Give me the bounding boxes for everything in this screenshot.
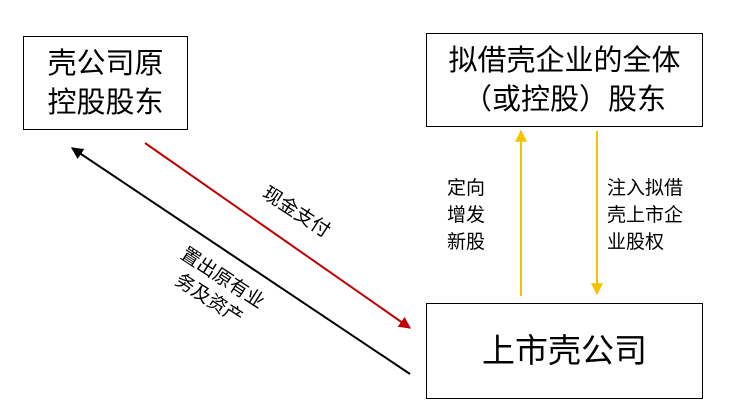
listed-shell-company-box: 上市壳公司 <box>426 303 703 399</box>
node-label-line: 上市壳公司 <box>482 331 647 370</box>
node-label-line: （或控股）股东 <box>462 82 666 116</box>
edge-label-line: 新股 <box>447 231 486 253</box>
node-label-line: 控股股东 <box>47 85 164 119</box>
edge-label-line: 业股权 <box>607 231 665 253</box>
node-label-line: 拟借壳企业的全体 <box>448 43 681 77</box>
edge-label-line: 定向 <box>447 177 486 199</box>
edge-label-line: 注入拟借 <box>607 177 684 199</box>
acquirer-shareholders-box: 拟借壳企业的全体 （或控股）股东 <box>426 33 703 127</box>
edge-label-line: 壳上市企 <box>607 204 684 226</box>
edge-label-line: 增发 <box>447 204 486 226</box>
node-label-line: 壳公司原 <box>47 46 164 80</box>
dispose-assets-arrow <box>71 147 411 375</box>
issue-new-shares-label: 定向 增发 新股 <box>447 175 485 256</box>
cash-payment-arrow <box>144 142 411 329</box>
shell-original-shareholders-box: 壳公司原 控股股东 <box>23 36 188 130</box>
inject-equity-label: 注入拟借 壳上市企 业股权 <box>607 175 683 256</box>
